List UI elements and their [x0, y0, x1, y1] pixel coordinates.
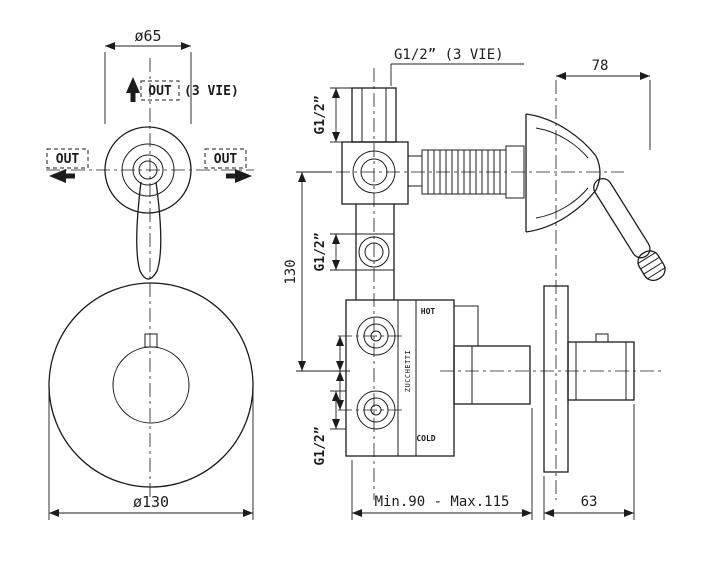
dim-63-label: 63 — [581, 494, 598, 510]
hot-label: HOT — [421, 307, 436, 316]
dia65-label: ø65 — [134, 27, 161, 45]
dim-130: 130 — [283, 171, 344, 372]
dim-g12-mid: G1/2” — [313, 232, 356, 272]
out-top-note: (3 VIE) — [184, 84, 239, 99]
dia130-label: ø130 — [133, 493, 169, 511]
g12-3vie-label: G1/2” (3 VIE) — [394, 47, 504, 63]
dim-63: 63 — [543, 404, 635, 520]
dim-dia65: ø65 — [104, 27, 192, 124]
g12-top-label: G1/2” — [313, 95, 328, 134]
leader-g12-3vie: G1/2” (3 VIE) — [390, 47, 524, 86]
side-view: HOT COLD ZUCCHETTI — [283, 47, 666, 520]
right-arrow-icon — [235, 169, 252, 183]
valve-body — [341, 87, 531, 457]
dim-port-spacing — [332, 336, 350, 410]
lever-arm — [593, 177, 666, 282]
g12-mid-label: G1/2” — [313, 232, 328, 271]
dim-g12-bottom: G1/2” — [313, 390, 346, 466]
dim-78-label: 78 — [592, 58, 609, 74]
diverter-escutcheon — [104, 126, 192, 214]
dim-g12-top: G1/2” — [313, 87, 352, 143]
up-arrow-icon — [126, 77, 140, 93]
out-right-annotation: OUT — [204, 148, 252, 183]
mixer-plate — [48, 282, 254, 488]
cold-label: COLD — [416, 434, 435, 443]
dim-78: 78 — [556, 58, 651, 150]
g12-bottom-label: G1/2” — [313, 426, 328, 465]
diverter-lever — [136, 181, 162, 280]
out-top-annotation: OUT (3 VIE) — [126, 77, 239, 102]
out-left-annotation: OUT — [46, 148, 89, 183]
dim-rough-in-label: Min.90 - Max.115 — [375, 494, 510, 510]
front-view: ø65 OUT (3 VIE) OUT OUT — [46, 27, 254, 520]
diverter-handle-side — [525, 113, 666, 282]
dim-dia130: ø130 — [48, 392, 254, 520]
dim-130-label: 130 — [283, 259, 299, 284]
flex-hose — [407, 145, 525, 199]
out-top-label: OUT — [148, 84, 172, 99]
left-arrow-icon — [49, 169, 66, 183]
brand-label: ZUCCHETTI — [404, 350, 412, 392]
dim-rough-in: Min.90 - Max.115 — [351, 408, 533, 520]
out-right-label: OUT — [214, 152, 238, 167]
trim-plate-knob — [543, 285, 635, 473]
out-left-label: OUT — [56, 152, 80, 167]
